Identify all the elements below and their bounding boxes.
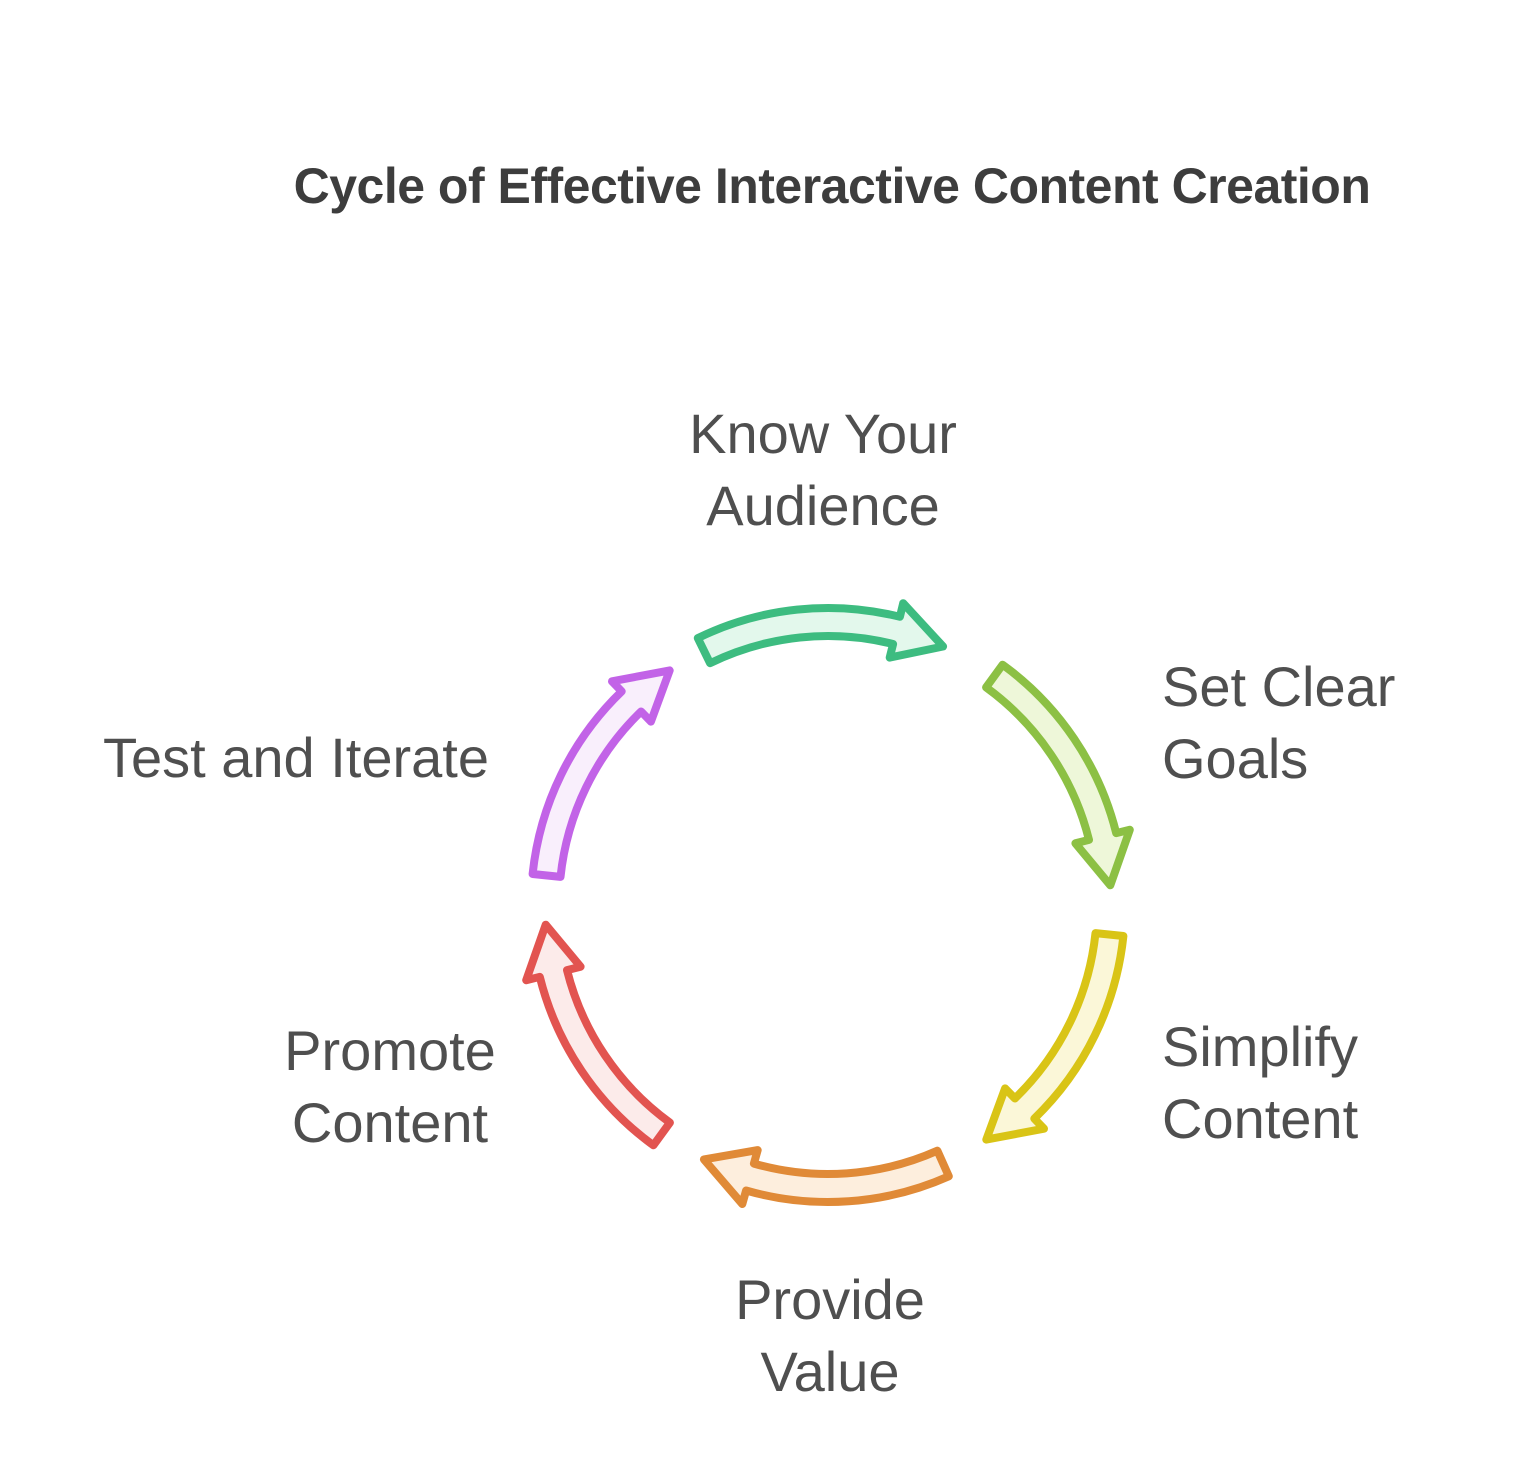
cycle-arrow-promote-content xyxy=(522,920,674,1150)
stage-label-line: Know Your xyxy=(689,401,957,465)
cycle-arrow-test-and-iterate xyxy=(528,666,674,881)
stage-label-line: Test and Iterate xyxy=(102,725,490,789)
stage-label-set-clear-goals: Set Clear Goals xyxy=(1162,651,1395,795)
stage-label-line: Content xyxy=(291,1091,489,1154)
diagram-title: Cycle of Effective Interactive Content C… xyxy=(293,158,1371,214)
stage-label-line: Audience xyxy=(706,474,940,537)
stage-label-test-and-iterate: Test and Iterate xyxy=(103,722,489,794)
stage-label-line: Value xyxy=(760,1340,900,1403)
stage-label-line: Goals xyxy=(1162,727,1309,790)
stage-label-provide-value: Provide Value xyxy=(735,1264,925,1408)
stage-label-promote-content: Promote Content xyxy=(284,1015,496,1159)
stage-label-know-your-audience: Know Your Audience xyxy=(689,398,957,542)
stage-label-line: Promote xyxy=(284,1018,496,1082)
stage-label-line: Content xyxy=(1162,1087,1359,1150)
stage-label-line: Provide xyxy=(735,1267,925,1331)
stage-label-simplify-content: Simplify Content xyxy=(1162,1011,1358,1155)
cycle-arrow-know-your-audience xyxy=(693,599,948,668)
cycle-arrow-provide-value xyxy=(699,1146,953,1208)
cycle-arrow-simplify-content xyxy=(982,929,1128,1144)
cycle-arrow-set-clear-goals xyxy=(982,660,1134,890)
stage-label-line: Simplify xyxy=(1162,1014,1359,1078)
stage-label-line: Set Clear xyxy=(1162,654,1396,718)
